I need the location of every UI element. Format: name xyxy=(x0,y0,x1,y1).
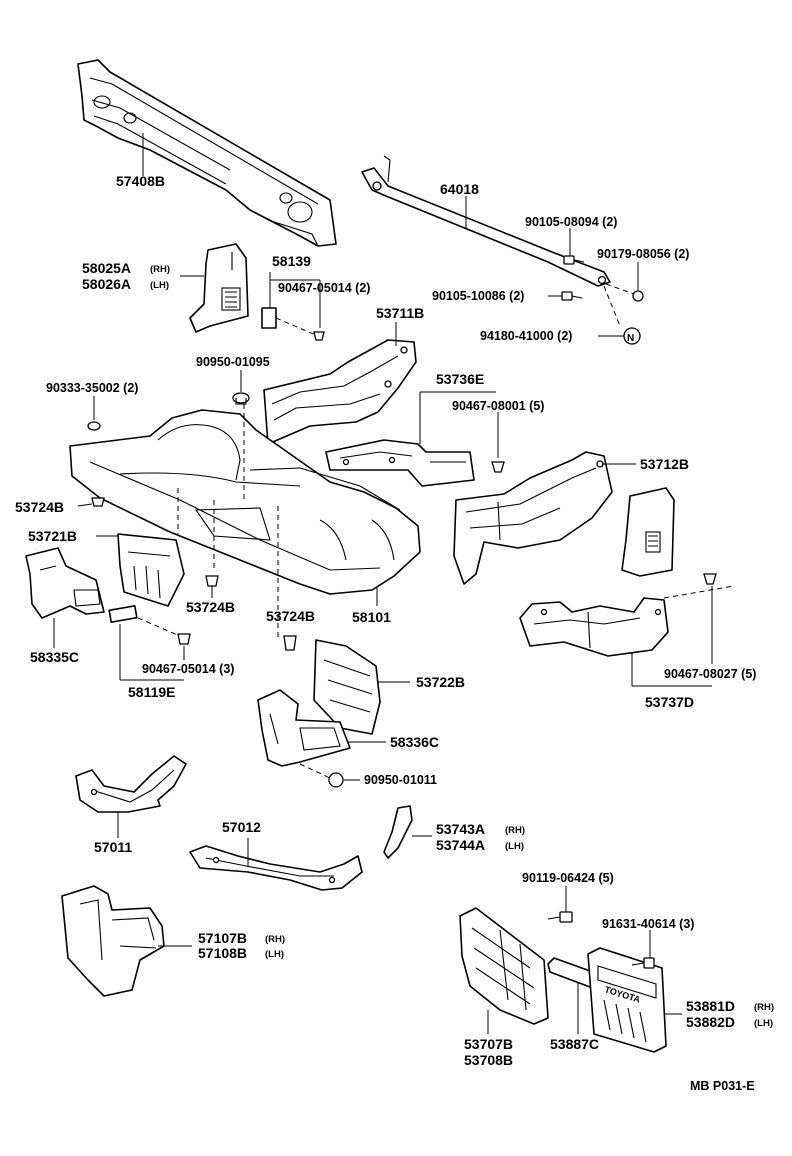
label-57107b: 57107B xyxy=(198,930,247,946)
label-90105-10086: 90105-10086 (2) xyxy=(432,289,524,303)
label-90119-06424: 90119-06424 (5) xyxy=(522,871,614,885)
grommet-90950-01011-icon xyxy=(328,772,344,788)
part-58336c xyxy=(257,689,351,767)
clip-90467-08027-icon xyxy=(703,573,717,585)
part-58335c xyxy=(25,547,105,619)
svg-text:N: N xyxy=(627,333,634,344)
label-58026a: 58026A xyxy=(82,276,131,292)
label-90467-08001: 90467-08001 (5) xyxy=(452,399,544,413)
clip-53724b-a-icon xyxy=(91,497,105,507)
part-53736e xyxy=(325,439,475,487)
label-53722b: 53722B xyxy=(416,674,465,690)
label-57107b-suffix: (RH) xyxy=(265,934,285,945)
part-58101 xyxy=(69,409,421,595)
part-53707b xyxy=(459,907,549,1025)
part-57012 xyxy=(189,845,363,891)
label-53724b-b: 53724B xyxy=(186,599,235,615)
dash-58139 xyxy=(275,317,319,337)
nut-94180-41000-icon: N xyxy=(623,327,641,345)
label-57108b: 57108B xyxy=(198,945,247,961)
label-53881d-suffix: (RH) xyxy=(754,1002,774,1013)
nut-90179-08056-icon xyxy=(632,290,644,302)
dash-90179 xyxy=(605,283,635,295)
bolt-90119-06424-icon xyxy=(547,911,573,923)
clip-53724b-b-icon xyxy=(205,575,219,587)
bolt-90105-08094-icon xyxy=(563,255,585,265)
label-58026a-suffix: (LH) xyxy=(150,280,169,291)
grommet-90950-01095-icon xyxy=(232,392,250,405)
label-58336c: 58336C xyxy=(390,734,439,750)
clip-53724b-c-icon xyxy=(283,635,297,651)
part-53881d: TOYOTA xyxy=(587,947,667,1053)
label-64018: 64018 xyxy=(440,181,479,197)
dash-90950-01011 xyxy=(299,763,331,779)
label-53721b: 53721B xyxy=(28,528,77,544)
label-58335c: 58335C xyxy=(30,649,79,665)
label-90467-05014-2: 90467-05014 (2) xyxy=(278,281,370,295)
label-53882d: 53882D xyxy=(686,1014,735,1030)
part-53737d xyxy=(519,597,669,657)
dash-94180 xyxy=(603,285,621,327)
label-90467-08027: 90467-08027 (5) xyxy=(664,667,756,681)
label-91631-40614: 91631-40614 (3) xyxy=(602,917,694,931)
label-90105-08094: 90105-08094 (2) xyxy=(525,215,617,229)
label-53882d-suffix: (LH) xyxy=(754,1018,773,1029)
label-53707b: 53707B xyxy=(464,1036,513,1052)
label-53743a-suffix: (RH) xyxy=(505,825,525,836)
part-53743a xyxy=(383,805,413,859)
label-53736e: 53736E xyxy=(436,371,484,387)
clip-90467-05014-3-icon xyxy=(177,633,191,645)
label-57108b-suffix: (LH) xyxy=(265,949,284,960)
label-90950-01095: 90950-01095 xyxy=(196,355,270,369)
clip-90467-05014-icon xyxy=(313,331,325,341)
label-58025a-suffix: (RH) xyxy=(150,264,170,275)
plug-90333-35002-icon xyxy=(87,421,101,431)
label-58119e: 58119E xyxy=(128,684,176,700)
part-64018 xyxy=(361,155,611,287)
label-53712b: 53712B xyxy=(640,456,689,472)
label-53744a-suffix: (LH) xyxy=(505,841,524,852)
label-57011: 57011 xyxy=(94,839,132,855)
part-53721b xyxy=(117,533,185,607)
label-53887c: 53887C xyxy=(550,1036,599,1052)
dash-58119e xyxy=(137,617,181,637)
bolt-91631-40614-icon xyxy=(631,957,655,969)
label-58139: 58139 xyxy=(272,253,311,269)
part-57011 xyxy=(75,755,187,813)
label-53711b: 53711B xyxy=(376,305,424,321)
part-53722b xyxy=(313,639,381,735)
label-90467-05014-3: 90467-05014 (3) xyxy=(142,662,234,676)
label-53708b: 53708B xyxy=(464,1052,513,1068)
part-57107b xyxy=(61,885,165,997)
part-53712b-panel xyxy=(621,487,675,577)
footer-code: MB P031-E xyxy=(690,1079,755,1093)
label-53744a: 53744A xyxy=(436,837,485,853)
label-58025a: 58025A xyxy=(82,260,131,276)
label-94180-41000: 94180-41000 (2) xyxy=(480,329,572,343)
leader-53724b-a xyxy=(77,503,93,507)
label-58101: 58101 xyxy=(352,609,391,625)
label-53724b-a: 53724B xyxy=(15,499,64,515)
bolt-90105-10086-icon xyxy=(561,291,583,301)
label-90950-01011: 90950-01011 xyxy=(364,773,437,787)
label-57012: 57012 xyxy=(222,819,261,835)
label-53881d: 53881D xyxy=(686,998,735,1014)
dash-53737d xyxy=(663,585,735,599)
label-57408b: 57408B xyxy=(116,173,165,189)
label-53724b-c: 53724B xyxy=(266,608,315,624)
label-53743a: 53743A xyxy=(436,821,485,837)
clip-90467-08001-icon xyxy=(491,461,505,473)
label-90179-08056: 90179-08056 (2) xyxy=(597,247,689,261)
label-53737d: 53737D xyxy=(645,694,694,710)
part-53711b xyxy=(263,339,417,445)
part-58139-pad xyxy=(261,307,277,329)
label-90333-35002: 90333-35002 (2) xyxy=(46,381,138,395)
part-58025a xyxy=(189,243,249,333)
part-57408b xyxy=(77,59,337,247)
part-53712b xyxy=(453,451,613,585)
part-58119e-pad xyxy=(108,605,138,623)
